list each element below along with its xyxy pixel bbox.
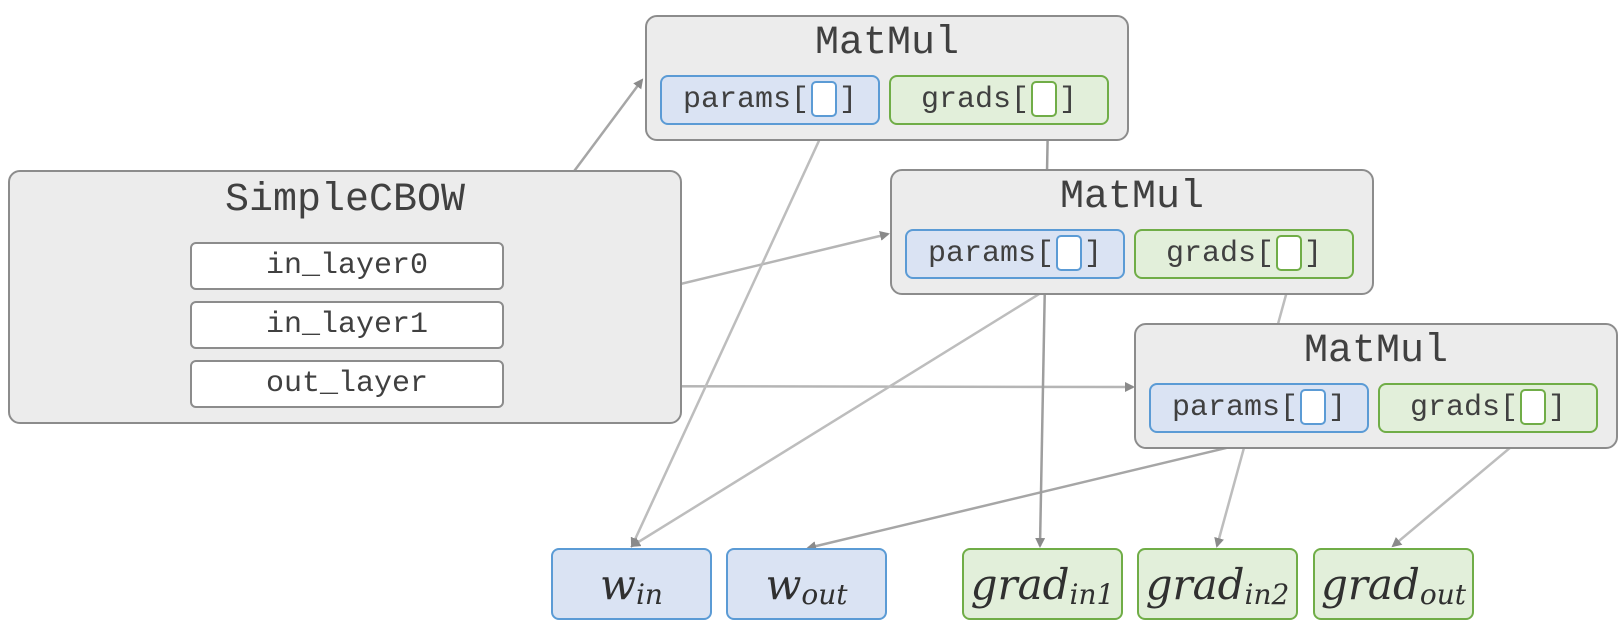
matmul-0-params: params[] [660, 75, 880, 125]
bracket-close: ] [1084, 237, 1103, 271]
matmul-title-0: MatMul [814, 21, 960, 66]
simplecbow-title: SimpleCBOW [224, 178, 466, 223]
grads-label: grads [1165, 237, 1256, 271]
in-layer1-label: in_layer1 [265, 308, 429, 342]
out-layer-label: out_layer [265, 367, 429, 401]
grad-out-sub: out [1419, 577, 1467, 611]
grads-slot [1031, 81, 1057, 117]
params-slot [1300, 389, 1327, 425]
grad-in1-base: grad [970, 559, 1070, 609]
bracket-open: [ [1255, 237, 1274, 271]
grads-label: grads [1409, 391, 1500, 425]
in-layer0-label: in_layer0 [265, 249, 429, 283]
grads-slot [1520, 389, 1546, 425]
grad-in2-sub: in2 [1244, 577, 1290, 611]
params-slot [811, 81, 838, 117]
grad-in2-base: grad [1145, 559, 1245, 609]
w-out-sub: out [801, 577, 848, 611]
matmul-0-grads: grads[] [889, 75, 1109, 125]
bracket-open: [ [791, 83, 810, 117]
out-layer-field: out_layer [190, 360, 504, 408]
grad-in1-sub: in1 [1069, 577, 1115, 611]
arrow-params0-to-w-in [630, 118, 831, 548]
simplecbow-node: SimpleCBOW [8, 170, 682, 424]
grads-slot [1276, 235, 1302, 271]
bracket-open: [ [1010, 83, 1029, 117]
grad-out-base: grad [1320, 559, 1420, 609]
bracket-close: ] [1304, 237, 1323, 271]
grads-label: grads [920, 83, 1011, 117]
in-layer0-field: in_layer0 [190, 242, 504, 290]
matmul-2-grads: grads[] [1378, 383, 1598, 433]
arrow-params1-to-w-in [630, 271, 1074, 548]
params-label: params [682, 83, 791, 117]
bracket-close: ] [1059, 83, 1078, 117]
matmul-1-grads: grads[] [1134, 229, 1354, 279]
params-slot [1056, 235, 1083, 271]
matmul-title-1: MatMul [1059, 175, 1205, 220]
w-in-sub: in [635, 577, 663, 611]
w-in-base: w [600, 559, 636, 609]
params-label: params [1171, 391, 1280, 425]
matmul-2-params: params[] [1149, 383, 1369, 433]
bracket-close: ] [839, 83, 858, 117]
params-label: params [927, 237, 1036, 271]
w-out-base: w [765, 559, 802, 609]
bracket-open: [ [1036, 237, 1055, 271]
bracket-open: [ [1280, 391, 1299, 425]
in-layer1-field: in_layer1 [190, 301, 504, 349]
matmul-1-params: params[] [905, 229, 1125, 279]
matmul-title-2: MatMul [1303, 329, 1449, 374]
bracket-close: ] [1548, 391, 1567, 425]
bracket-open: [ [1499, 391, 1518, 425]
bracket-close: ] [1328, 391, 1347, 425]
